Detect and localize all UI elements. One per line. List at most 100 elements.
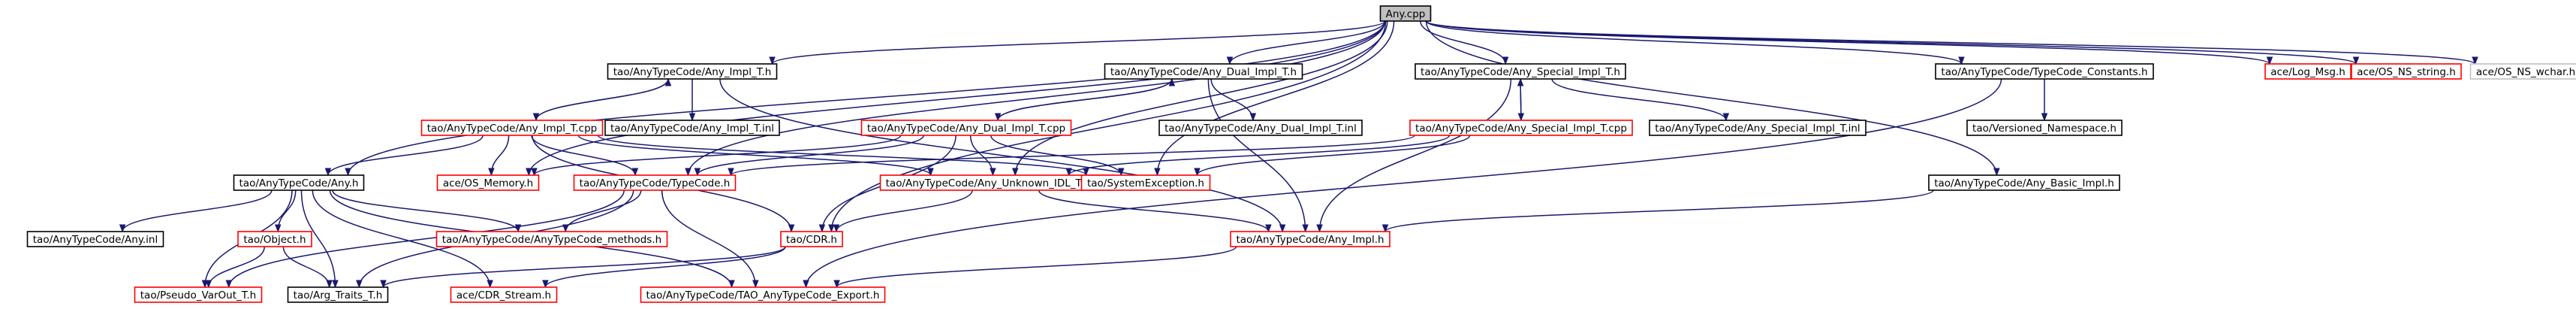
node-box — [780, 231, 843, 247]
node-pseudo-varout-t-h[interactable]: tao/Pseudo_VarOut_T.h — [134, 286, 263, 303]
node-any-dual-impl-t-inl[interactable]: tao/AnyTypeCode/Any_Dual_Impl_T.inl — [1158, 120, 1363, 136]
node-box — [1104, 63, 1303, 80]
node-any-impl-t-cpp[interactable]: tao/AnyTypeCode/Any_Impl_T.cpp — [420, 120, 604, 136]
edge-any-dual-impl-t-cpp-to-os-memory-h — [533, 135, 902, 176]
node-label: tao/AnyTypeCode/Any_Dual_Impl_T.cpp — [867, 123, 1065, 135]
edge-any-cpp-to-os-ns-string-h — [1425, 20, 2357, 65]
node-label: tao/AnyTypeCode/Any_Special_Impl_T.inl — [1655, 123, 1860, 135]
edge-any-cpp-to-os-ns-wchar-h — [1425, 20, 2476, 65]
node-label: tao/Arg_Traits_T.h — [294, 289, 383, 301]
arrowhead — [562, 224, 569, 233]
node-typecode-h[interactable]: tao/AnyTypeCode/TypeCode.h — [573, 174, 737, 191]
node-arg-traits-t-h[interactable]: tao/Arg_Traits_T.h — [287, 286, 389, 303]
node-label: ace/OS_NS_wchar.h — [2476, 66, 2575, 78]
node-label: tao/AnyTypeCode/TypeCode.h — [580, 177, 731, 189]
node-box — [2469, 63, 2576, 80]
arrowhead — [752, 280, 759, 289]
arrowhead — [833, 280, 840, 289]
node-box — [1935, 63, 2154, 80]
node-label: tao/AnyTypeCode/Any_Special_Impl_T.cpp — [1415, 123, 1627, 135]
node-systemexception-h[interactable]: tao/SystemException.h — [1080, 174, 1211, 191]
arrowhead — [1722, 113, 1730, 122]
node-box — [237, 231, 312, 247]
edge-any-cpp-to-typecode-h — [687, 20, 1386, 176]
edge-any-cpp-to-typecode-constants-h — [1425, 20, 1963, 65]
edge-any-impl-h-to-tao-anytypecode-export-h — [836, 246, 1237, 288]
node-box — [1409, 120, 1633, 136]
edge-any-unknown-idl-type-h-to-any-impl-h — [1038, 189, 1270, 232]
arrowhead — [1517, 77, 1524, 86]
node-box — [134, 286, 263, 303]
arrowhead — [1011, 168, 1019, 177]
node-label: ace/OS_NS_string.h — [2357, 66, 2456, 78]
node-log-msg-h[interactable]: ace/Log_Msg.h — [2264, 63, 2352, 80]
edge-any-unknown-idl-type-h-to-cdr-h — [836, 189, 973, 232]
node-any-cpp[interactable]: Any.cpp — [1379, 5, 1432, 22]
arrowhead — [542, 280, 549, 289]
node-anytypecode-methods-h[interactable]: tao/AnyTypeCode/AnyTypeCode_methods.h — [435, 231, 668, 247]
edge-any-impl-t-cpp-to-any-unknown-idl-type-h — [577, 135, 932, 176]
node-label: tao/AnyTypeCode/Any_Special_Impl_T.h — [1421, 66, 1620, 78]
edge-any-cpp-to-systemexception-h — [1156, 20, 1395, 176]
node-label: tao/AnyTypeCode/Any_Dual_Impl_T.h — [1110, 66, 1297, 78]
node-label: Any.cpp — [1386, 8, 1426, 20]
node-box — [287, 286, 389, 303]
edge-any-impl-t-h-to-any-impl-h — [719, 78, 1283, 232]
edge-any-cpp-to-any-unknown-idl-type-h — [1014, 20, 1388, 176]
node-any-impl-t-h[interactable]: tao/AnyTypeCode/Any_Impl_T.h — [607, 63, 778, 80]
node-tao-anytypecode-export-h[interactable]: tao/AnyTypeCode/TAO_AnyTypeCode_Export.h — [640, 286, 886, 303]
edge-any-h-to-arg-traits-t-h — [300, 189, 336, 288]
node-any-h[interactable]: tao/AnyTypeCode/Any.h — [233, 174, 365, 191]
node-label: tao/AnyTypeCode/Any_Impl_T.inl — [610, 123, 774, 135]
arrowhead — [2472, 56, 2478, 65]
edge-any-dual-impl-t-cpp-to-any-dual-impl-t-h — [997, 78, 1173, 121]
edge-any-cpp-to-any-dual-impl-t-h — [1229, 20, 1386, 65]
arrowhead — [1993, 168, 2000, 177]
node-any-impl-t-inl[interactable]: tao/AnyTypeCode/Any_Impl_T.inl — [604, 120, 780, 136]
edge-any-cpp-to-any-special-impl-t-h — [1420, 20, 1506, 65]
node-box — [2351, 63, 2462, 80]
node-any-inl[interactable]: tao/AnyTypeCode/Any.inl — [26, 231, 164, 247]
node-label: tao/CDR.h — [786, 234, 837, 246]
node-label: ace/Log_Msg.h — [2270, 66, 2346, 78]
node-any-special-impl-t-h[interactable]: tao/AnyTypeCode/Any_Special_Impl_T.h — [1415, 63, 1626, 80]
node-os-memory-h[interactable]: ace/OS_Memory.h — [436, 174, 540, 191]
edge-any-cpp-to-any-impl-t-h — [771, 20, 1386, 65]
edge-any-special-impl-t-h-to-any-impl-h — [1318, 78, 1512, 232]
node-box — [420, 120, 604, 136]
node-cdr-h[interactable]: tao/CDR.h — [780, 231, 843, 247]
node-any-special-impl-t-inl[interactable]: tao/AnyTypeCode/Any_Special_Impl_T.inl — [1649, 120, 1866, 136]
node-label: tao/AnyTypeCode/TAO_AnyTypeCode_Export.h — [646, 289, 880, 301]
node-label: tao/AnyTypeCode/Any_Impl_T.cpp — [427, 123, 598, 135]
node-cdr-stream-h[interactable]: ace/CDR_Stream.h — [450, 286, 558, 303]
arrowhead — [1083, 168, 1089, 177]
node-box — [435, 231, 668, 247]
node-box — [860, 120, 1072, 136]
node-versioned-namespace-h[interactable]: tao/Versioned_Namespace.h — [1966, 120, 2123, 136]
node-box — [1379, 5, 1432, 22]
edge-any-cpp-to-log-msg-h — [1425, 20, 2270, 65]
edge-any-special-impl-t-cpp-to-any-unknown-idl-type-h — [1068, 135, 1451, 176]
node-any-dual-impl-t-cpp[interactable]: tao/AnyTypeCode/Any_Dual_Impl_T.cpp — [860, 120, 1072, 136]
node-label: tao/AnyTypeCode/AnyTypeCode_methods.h — [442, 234, 661, 246]
arrowhead — [728, 168, 734, 177]
node-label: tao/Object.h — [243, 234, 306, 246]
edge-typecode-h-to-tao-anytypecode-export-h — [661, 189, 757, 288]
node-os-ns-string-h[interactable]: ace/OS_NS_string.h — [2351, 63, 2462, 80]
edge-any-impl-t-cpp-to-typecode-h — [531, 135, 636, 176]
arrowhead — [345, 168, 351, 177]
arrowhead — [380, 280, 387, 289]
arrowhead — [526, 168, 532, 177]
arrowhead — [1279, 224, 1286, 233]
arrowhead — [1226, 56, 1234, 65]
arrowhead — [1502, 56, 1509, 65]
node-any-basic-impl-h[interactable]: tao/AnyTypeCode/Any_Basic_Impl.h — [1928, 174, 2120, 191]
node-os-ns-wchar-h[interactable]: ace/OS_NS_wchar.h — [2469, 63, 2576, 80]
node-typecode-constants-h[interactable]: tao/AnyTypeCode/TypeCode_Constants.h — [1935, 63, 2154, 80]
node-any-dual-impl-t-h[interactable]: tao/AnyTypeCode/Any_Dual_Impl_T.h — [1104, 63, 1303, 80]
node-any-unknown-idl-type-h[interactable]: tao/AnyTypeCode/Any_Unknown_IDL_Type.h — [879, 174, 1115, 191]
node-any-impl-h[interactable]: tao/AnyTypeCode/Any_Impl.h — [1230, 231, 1390, 247]
node-any-special-impl-t-cpp[interactable]: tao/AnyTypeCode/Any_Special_Impl_T.cpp — [1409, 120, 1633, 136]
node-object-h[interactable]: tao/Object.h — [237, 231, 312, 247]
arrowhead — [1249, 113, 1257, 122]
